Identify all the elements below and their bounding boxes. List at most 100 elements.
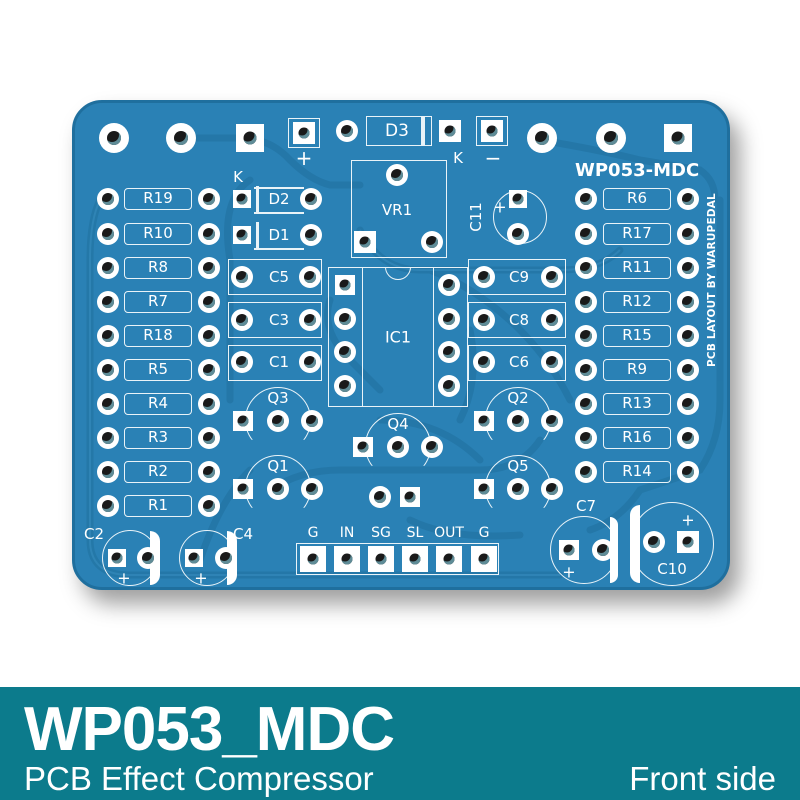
pin [421,436,443,458]
io-label-out: OUT [434,525,464,541]
pad-hole [299,266,321,288]
pad-hole [541,351,563,373]
transistor-q4-label: Q4 [387,415,409,433]
pad-hole [541,266,563,288]
cap-c7-plus: + [562,562,576,582]
footer-banner: WP053_MDC PCB Effect Compressor Front si… [0,687,800,800]
diode-d1-label: D1 [268,226,290,244]
io-label-g: G [307,525,319,541]
pad-hole [677,223,699,245]
pad-hole [198,495,220,517]
pad-hole [198,393,220,415]
pad-hole [541,309,563,331]
cap-c9-label: C9 [508,268,530,286]
pad-hole [198,359,220,381]
resistor-r2: R2 [124,461,192,483]
pad-hole [231,351,253,373]
resistor-r4: R4 [124,393,192,415]
io-pad-sl[interactable] [402,546,428,572]
ic1-pin [438,375,460,397]
pad-hole [336,120,358,142]
io-pad-in[interactable] [334,546,360,572]
io-label-sl: SL [406,525,424,541]
cap-c4-label: C4 [232,525,254,543]
power-plus-outline [288,118,320,148]
power-minus-outline [476,116,508,146]
diode-d3-cathode-pad [439,120,461,142]
pin-square [353,437,373,457]
cap-c10-label: C10 [657,560,687,578]
led-pin-square [400,487,420,507]
pad-hole [677,427,699,449]
io-pad-out[interactable] [436,546,462,572]
pad-hole [299,351,321,373]
pin [267,478,289,500]
io-label-sg: SG [371,525,391,541]
cap-c11-label: C11 [467,202,485,232]
cap-c10-plus: + [681,510,695,530]
pad-hole [575,257,597,279]
pin [507,478,529,500]
pad-hole [97,257,119,279]
cap-c11-plus-pad [509,190,527,208]
resistor-r10: R10 [124,223,192,245]
pad-hole [575,223,597,245]
pad-hole [97,223,119,245]
power-minus-pad [481,120,503,142]
cap-c9-outline [468,259,566,295]
pad-hole [97,188,119,210]
pad-hole [575,188,597,210]
ic1-pin [334,341,356,363]
resistor-r17: R17 [603,223,671,245]
ic1-pin1 [335,275,355,295]
pad-hole [575,393,597,415]
pin [301,478,323,500]
pad-hole [300,224,322,246]
io-pad-g2[interactable] [471,546,497,572]
pad-hole [473,351,495,373]
pad-hole [97,461,119,483]
io-pad-sg[interactable] [368,546,394,572]
resistor-r11: R11 [603,257,671,279]
pad-hole [300,188,322,210]
cap-c3-outline [228,302,322,338]
pad-hole [198,223,220,245]
pad-hole [97,427,119,449]
diode-d2-label: D2 [268,190,290,208]
square-pad [664,124,692,152]
pad-hole [97,291,119,313]
led-pin [369,486,391,508]
pad-hole [198,325,220,347]
ic1-pin [438,341,460,363]
ic1-pin [438,274,460,296]
pin-square [233,479,253,499]
product-subtitle: PCB Effect Compressor [24,760,374,797]
pad-hole [575,325,597,347]
pin [387,436,409,458]
diode-d3-band [421,116,425,146]
view-side-label: Front side [629,760,776,797]
diode-d2-band [256,186,259,214]
cap-c10-plus-pad [677,531,699,553]
pad-hole [575,359,597,381]
ic1-pin [334,308,356,330]
cap-c6-outline [468,345,566,381]
pad-hole [97,359,119,381]
resistor-r8: R8 [124,257,192,279]
credit-label: PCB LAYOUT BY WARUPEDAL [706,193,718,367]
diode-d2-outline [254,212,304,214]
diode-d3-label: D3 [385,121,409,141]
pin [267,410,289,432]
resistor-r7: R7 [124,291,192,313]
pad-hole [97,393,119,415]
diode-d3-outline [366,116,432,146]
pin-square [233,411,253,431]
pad-hole [527,123,557,153]
resistor-r3: R3 [124,427,192,449]
pad-hole [643,531,665,553]
io-pad-g[interactable] [300,546,326,572]
cap-c1-label: C1 [268,353,290,371]
pad-hole [575,461,597,483]
pad-hole [677,188,699,210]
diode-d1-band [256,222,259,250]
